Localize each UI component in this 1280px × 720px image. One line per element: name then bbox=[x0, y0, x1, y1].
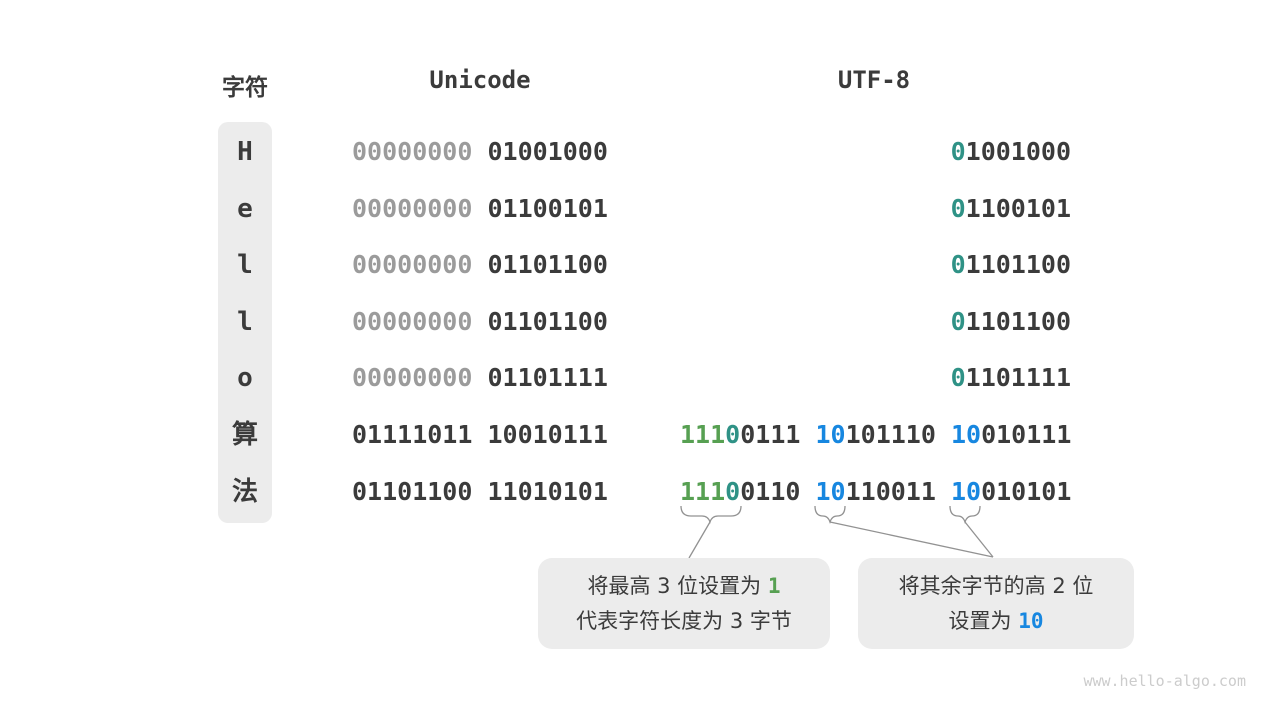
char-cell: l bbox=[237, 250, 253, 280]
unicode-cell: 00000000 01001000 bbox=[352, 134, 608, 170]
table-row: l 00000000 01101100 01101100 bbox=[0, 247, 1280, 283]
column-header-utf8: UTF-8 bbox=[837, 66, 911, 94]
unicode-byte: 01101100 bbox=[487, 307, 608, 336]
utf8-bits: 0 bbox=[950, 363, 966, 392]
callout-text-line: 将其余字节的高 2 位 bbox=[858, 569, 1134, 604]
table-row: 法 01101100 11010101 11100110 10110011 10… bbox=[0, 474, 1280, 510]
utf8-bits: 10 bbox=[950, 420, 982, 449]
callout-line-mid bbox=[829, 521, 994, 558]
utf8-bits: 1100101 bbox=[965, 194, 1071, 223]
utf8-bits: 10 bbox=[950, 477, 982, 506]
unicode-cell: 00000000 01100101 bbox=[352, 191, 608, 227]
utf8-bits: 1101111 bbox=[965, 363, 1071, 392]
utf8-bits: 110011 bbox=[845, 477, 951, 506]
utf8-cell: 01101100 bbox=[680, 247, 1071, 283]
unicode-byte: 00000000 bbox=[352, 137, 488, 166]
callout-line-left bbox=[688, 521, 711, 559]
callout-box-continuation-bytes: 将其余字节的高 2 位 设置为 10 bbox=[858, 558, 1134, 649]
utf8-bits: 1101100 bbox=[965, 250, 1071, 279]
char-cell: 算 bbox=[231, 420, 258, 450]
utf8-bits: 10 bbox=[815, 420, 846, 449]
utf8-cell: 01100101 bbox=[680, 191, 1071, 227]
callout-text: 代表字符长度为 3 字节 bbox=[576, 608, 792, 633]
callout-highlight: 10 bbox=[1018, 608, 1044, 633]
utf8-cell: 01101100 bbox=[680, 304, 1071, 340]
table-row: 算 01111011 10010111 11100111 10101110 10… bbox=[0, 417, 1280, 453]
unicode-byte: 00000000 bbox=[352, 194, 488, 223]
char-cell: o bbox=[237, 363, 253, 393]
utf8-bits: 10 bbox=[815, 477, 846, 506]
utf8-bits: 0 bbox=[725, 420, 741, 449]
column-header-unicode: Unicode bbox=[429, 66, 531, 94]
table-row: l 00000000 01101100 01101100 bbox=[0, 304, 1280, 340]
unicode-byte: 00000000 bbox=[352, 363, 488, 392]
unicode-byte: 01100101 bbox=[487, 194, 608, 223]
utf8-bits: 1001000 bbox=[965, 137, 1071, 166]
character-column-background bbox=[218, 122, 272, 523]
char-cell: 法 bbox=[231, 477, 258, 507]
table-row: H 00000000 01001000 01001000 bbox=[0, 134, 1280, 170]
unicode-byte: 11010101 bbox=[487, 477, 608, 506]
utf8-bits: 0 bbox=[725, 477, 741, 506]
unicode-byte: 01101100 bbox=[487, 250, 608, 279]
utf8-cell: 01101111 bbox=[680, 360, 1071, 396]
unicode-cell: 01101100 11010101 bbox=[352, 474, 608, 510]
utf8-bits: 0 bbox=[950, 250, 966, 279]
table-row: o 00000000 01101111 01101111 bbox=[0, 360, 1280, 396]
utf8-bits: 0 bbox=[950, 194, 966, 223]
unicode-cell: 01111011 10010111 bbox=[352, 417, 608, 453]
char-cell: H bbox=[237, 137, 253, 167]
unicode-cell: 00000000 01101100 bbox=[352, 304, 608, 340]
callout-text-line: 将最高 3 位设置为 1 bbox=[538, 569, 830, 604]
unicode-cell: 00000000 01101100 bbox=[352, 247, 608, 283]
utf8-bits: 111 bbox=[680, 477, 726, 506]
utf8-bits: 0110 bbox=[740, 477, 816, 506]
utf8-bits: 111 bbox=[680, 420, 726, 449]
char-cell: l bbox=[237, 307, 253, 337]
callout-highlight: 1 bbox=[767, 573, 781, 598]
callout-text: 将其余字节的高 2 位 bbox=[898, 573, 1094, 598]
unicode-byte: 01111011 bbox=[352, 420, 488, 449]
column-header-char: 字符 bbox=[222, 75, 268, 101]
unicode-byte: 01101100 bbox=[352, 477, 488, 506]
callout-box-leading-byte: 将最高 3 位设置为 1 代表字符长度为 3 字节 bbox=[538, 558, 830, 649]
callout-text-line: 代表字符长度为 3 字节 bbox=[538, 604, 830, 639]
table-row: e 00000000 01100101 01100101 bbox=[0, 191, 1280, 227]
unicode-cell: 00000000 01101111 bbox=[352, 360, 608, 396]
utf8-bits: 010101 bbox=[981, 477, 1072, 506]
utf8-bits: 101110 bbox=[845, 420, 951, 449]
watermark: www.hello-algo.com bbox=[1083, 672, 1246, 690]
unicode-byte: 00000000 bbox=[352, 307, 488, 336]
unicode-byte: 10010111 bbox=[487, 420, 608, 449]
utf8-cell: 11100111 10101110 10010111 bbox=[680, 417, 1071, 453]
unicode-byte: 01101111 bbox=[487, 363, 608, 392]
callout-text-line: 设置为 10 bbox=[858, 604, 1134, 639]
utf8-bits: 0111 bbox=[740, 420, 816, 449]
callout-text: 设置为 bbox=[948, 608, 1019, 633]
unicode-byte: 01001000 bbox=[487, 137, 608, 166]
utf8-bits: 010111 bbox=[981, 420, 1072, 449]
utf8-cell: 01001000 bbox=[680, 134, 1071, 170]
char-cell: e bbox=[237, 194, 253, 224]
utf8-bits: 0 bbox=[950, 137, 966, 166]
callout-text: 将最高 3 位设置为 bbox=[587, 573, 768, 598]
utf8-cell: 11100110 10110011 10010101 bbox=[680, 474, 1071, 510]
utf8-bits: 0 bbox=[950, 307, 966, 336]
callout-line-right bbox=[964, 521, 994, 558]
utf8-bits: 1101100 bbox=[965, 307, 1071, 336]
unicode-byte: 00000000 bbox=[352, 250, 488, 279]
